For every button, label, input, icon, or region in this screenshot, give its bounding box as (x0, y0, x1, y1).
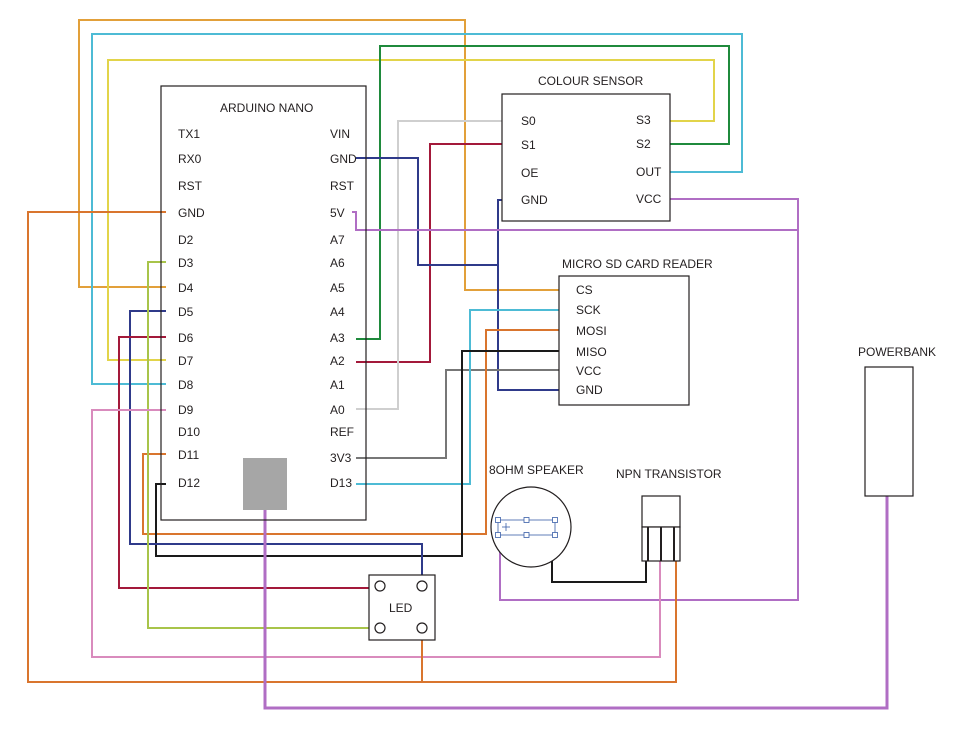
wire-d6-led (118, 336, 380, 589)
speaker-body (490, 486, 572, 568)
sd-pin-cs: CS (576, 283, 593, 297)
colour-pin-gnd: GND (521, 193, 548, 207)
wire-gnd-bus (497, 199, 560, 391)
usb-connector (243, 458, 287, 510)
nano-board (160, 85, 367, 521)
speaker: 8OHM SPEAKER (489, 463, 584, 568)
sd-pin-vcc: VCC (576, 364, 602, 378)
nano-pin-d6: D6 (178, 331, 194, 345)
nano-pin-3v3: 3V3 (330, 451, 352, 465)
wire-a2-s1 (356, 143, 502, 363)
nano-pin-d2: D2 (178, 233, 194, 247)
powerbank-title: POWERBANK (858, 345, 936, 359)
speaker-title: 8OHM SPEAKER (489, 463, 584, 477)
wire-gnd-sensor (356, 157, 498, 266)
nano-pin-tx1: TX1 (178, 127, 200, 141)
wire-d9-transistor (91, 409, 661, 658)
wire-a3-s2 (356, 45, 730, 340)
sd-pin-gnd: GND (576, 383, 603, 397)
powerbank: POWERBANK (858, 345, 936, 497)
nano-pin-d4: D4 (178, 281, 194, 295)
nano-pin-5v: 5V (330, 206, 345, 220)
nano-pin-d9: D9 (178, 403, 194, 417)
speaker-selection-handles (495, 517, 558, 538)
wire-a0-s0 (356, 120, 502, 410)
nano-pin-a4: A4 (330, 305, 345, 319)
nano-right-pins: VIN GND RST 5V A7 A6 A5 A4 A3 A2 A1 A0 R… (330, 127, 357, 490)
nano-pin-a5: A5 (330, 281, 345, 295)
wire-d12-miso (155, 350, 560, 557)
colour-pin-oe: OE (521, 166, 538, 180)
wire-d5-led (129, 310, 423, 585)
nano-pin-ref: REF (330, 425, 354, 439)
led-pin-gnd (416, 622, 428, 634)
wire-gnd-transistor (422, 560, 677, 683)
nano-pin-a2: A2 (330, 354, 345, 368)
led-pin-blue (416, 580, 428, 592)
nano-pin-d11: D11 (178, 448, 199, 462)
nano-pin-a0: A0 (330, 403, 345, 417)
npn-transistor: NPN TRANSISTOR (616, 467, 722, 562)
nano-pin-d3: D3 (178, 256, 194, 270)
arduino-nano: ARDUINO NANO TX1 RX0 RST GND D2 D3 D4 D5… (160, 85, 367, 521)
sd-pin-mosi: MOSI (576, 324, 607, 338)
transistor-title: NPN TRANSISTOR (616, 467, 722, 481)
wire-d4-cs (78, 19, 560, 291)
nano-pin-a7: A7 (330, 233, 345, 247)
led-pin-green (374, 622, 386, 634)
led-pin-red (374, 580, 386, 592)
colour-pin-s2: S2 (636, 137, 651, 151)
wire-d7-s3 (107, 59, 715, 361)
nano-pin-d12: D12 (178, 476, 200, 490)
nano-title: ARDUINO NANO (220, 101, 313, 115)
sd-pin-miso: MISO (576, 345, 607, 359)
nano-pin-a6: A6 (330, 256, 345, 270)
colour-sensor: COLOUR SENSOR S0 S1 OE GND S3 S2 OUT VCC (501, 74, 671, 222)
wire-usb-powerbank (263, 496, 889, 710)
transistor-body (641, 495, 681, 528)
wire-d8-out (91, 33, 743, 385)
nano-pin-rst-left: RST (178, 179, 203, 193)
colour-pin-out: OUT (636, 165, 662, 179)
nano-pin-a1: A1 (330, 378, 345, 392)
wire-3v3-vcc (356, 369, 560, 459)
colour-pin-s3: S3 (636, 113, 651, 127)
sd-card-reader: MICRO SD CARD READER CS SCK MOSI MISO VC… (558, 257, 713, 406)
nano-pin-d5: D5 (178, 305, 194, 319)
wire-5v-vcc (352, 211, 798, 231)
nano-pin-d8: D8 (178, 378, 194, 392)
sd-pin-sck: SCK (576, 303, 601, 317)
colour-sensor-title: COLOUR SENSOR (538, 74, 644, 88)
sd-reader-board (558, 275, 690, 406)
led: LED (368, 574, 436, 641)
colour-sensor-board (501, 93, 671, 222)
nano-pin-vin: VIN (330, 127, 350, 141)
colour-pin-s0: S0 (521, 114, 536, 128)
powerbank-body (864, 366, 914, 497)
nano-left-pins: TX1 RX0 RST GND D2 D3 D4 D5 D6 D7 D8 D9 … (178, 127, 205, 490)
wires (27, 19, 889, 710)
wire-d13-sck (356, 309, 560, 485)
nano-pin-gnd-left: GND (178, 206, 205, 220)
nano-pin-gnd-right: GND (330, 152, 357, 166)
wire-d11-mosi (142, 329, 560, 535)
colour-pin-vcc: VCC (636, 192, 662, 206)
nano-pin-d7: D7 (178, 354, 194, 368)
sd-reader-title: MICRO SD CARD READER (562, 257, 713, 271)
led-title: LED (389, 601, 413, 615)
nano-pin-rst-right: RST (330, 179, 355, 193)
colour-pin-s1: S1 (521, 138, 536, 152)
wire-gnd-left (27, 211, 423, 683)
nano-pin-rx0: RX0 (178, 152, 202, 166)
nano-pin-d10: D10 (178, 425, 200, 439)
nano-pin-d13: D13 (330, 476, 352, 490)
wire-vcc-bus (499, 198, 799, 601)
nano-pin-a3: A3 (330, 331, 345, 345)
